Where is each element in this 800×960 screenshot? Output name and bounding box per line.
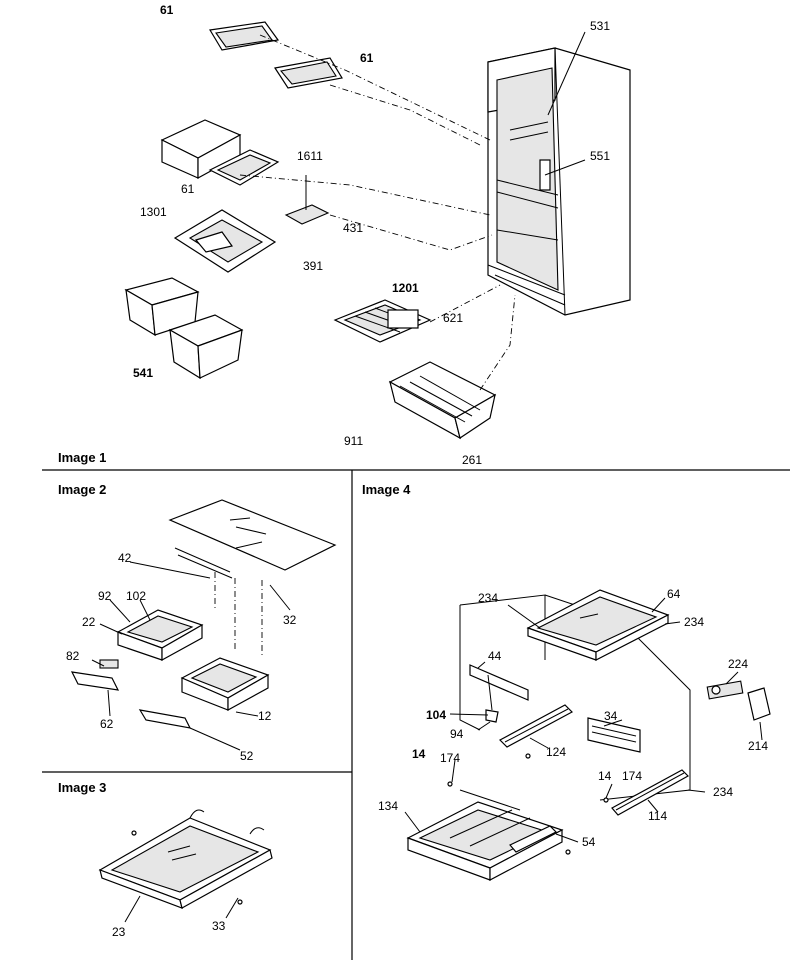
image4-panel: Image 4 xyxy=(362,482,771,881)
shelf-23 xyxy=(98,809,273,909)
front-cover-62 xyxy=(70,659,120,691)
label-92: 92 xyxy=(98,589,112,603)
label-134: 134 xyxy=(378,799,398,813)
label-62: 62 xyxy=(100,717,114,731)
image1-panel: 61 61 61 531 551 1611 1301 431 391 1201 … xyxy=(58,3,631,467)
label-44: 44 xyxy=(488,649,502,663)
image2-panel: Image 2 xyxy=(58,482,337,763)
label-911: 911 xyxy=(344,434,363,448)
crisper-drawer-left xyxy=(124,277,200,337)
pan-134 xyxy=(406,801,564,881)
freezer-tray-1201 xyxy=(333,299,432,343)
label-104: 104 xyxy=(426,708,446,722)
rail-42 xyxy=(174,547,233,579)
image4-fasteners xyxy=(447,753,609,855)
label-33: 33 xyxy=(212,919,226,933)
drawer-upper xyxy=(160,119,242,180)
shelf-64 xyxy=(526,589,670,661)
image1-leader-dashes xyxy=(239,31,586,391)
glass-shelf-32 xyxy=(168,499,337,571)
label-431: 431 xyxy=(343,221,363,235)
label-1611: 1611 xyxy=(297,149,323,163)
label-551: 551 xyxy=(590,149,610,163)
label-32: 32 xyxy=(283,613,297,627)
label-531: 531 xyxy=(590,19,610,33)
image2-leaders xyxy=(91,561,291,751)
label-261: 261 xyxy=(462,453,482,467)
shelf-61-top-left xyxy=(209,21,280,51)
image3-panel: Image 3 23 33 xyxy=(58,780,273,939)
label-124: 124 xyxy=(546,745,566,759)
drawer-22 xyxy=(116,609,204,662)
label-52: 52 xyxy=(240,749,254,763)
label-54: 54 xyxy=(582,835,596,849)
label-61-c: 61 xyxy=(181,182,195,196)
crisper-cover-1301 xyxy=(173,209,277,273)
label-42: 42 xyxy=(118,551,132,565)
label-82: 82 xyxy=(66,649,80,663)
label-174-a: 174 xyxy=(440,751,460,765)
refrigerator-cabinet xyxy=(487,47,631,316)
panel-dividers xyxy=(42,469,790,960)
rail-124 xyxy=(499,704,573,748)
freezer-basket-261 xyxy=(388,361,497,440)
front-cover-52 xyxy=(138,709,192,729)
label-391: 391 xyxy=(303,259,323,273)
image3-leaders xyxy=(124,895,239,923)
label-234-a: 234 xyxy=(478,591,498,605)
label-174-b: 174 xyxy=(622,769,642,783)
image4-title: Image 4 xyxy=(362,482,411,497)
label-234-b: 234 xyxy=(684,615,704,629)
label-94: 94 xyxy=(450,727,464,741)
label-61-b: 61 xyxy=(360,51,374,65)
label-234-c: 234 xyxy=(713,785,733,799)
label-14-a: 14 xyxy=(412,747,426,761)
label-22: 22 xyxy=(82,615,96,629)
image2-title: Image 2 xyxy=(58,482,106,497)
crisper-drawer-541 xyxy=(168,314,244,380)
drawer-12 xyxy=(180,657,270,712)
label-12: 12 xyxy=(258,709,272,723)
label-61-a: 61 xyxy=(160,3,174,17)
rail-114 xyxy=(611,769,689,816)
label-214: 214 xyxy=(748,739,768,753)
label-1301: 1301 xyxy=(140,205,167,219)
rail-44 xyxy=(469,664,529,723)
cover-214 xyxy=(706,680,771,721)
shelf-61-top-right xyxy=(274,57,343,89)
image4-leaders xyxy=(404,597,763,843)
label-14-b: 14 xyxy=(598,769,612,783)
rail-34 xyxy=(587,717,641,753)
label-1201: 1201 xyxy=(392,281,419,295)
label-541: 541 xyxy=(133,366,153,380)
label-34: 34 xyxy=(604,709,618,723)
label-102: 102 xyxy=(126,589,146,603)
label-621: 621 xyxy=(443,311,463,325)
label-23: 23 xyxy=(112,925,126,939)
shelf-61-mid xyxy=(208,149,280,186)
label-224: 224 xyxy=(728,657,748,671)
label-114: 114 xyxy=(648,809,667,823)
image1-title: Image 1 xyxy=(58,450,106,465)
image3-title: Image 3 xyxy=(58,780,106,795)
label-64: 64 xyxy=(667,587,681,601)
